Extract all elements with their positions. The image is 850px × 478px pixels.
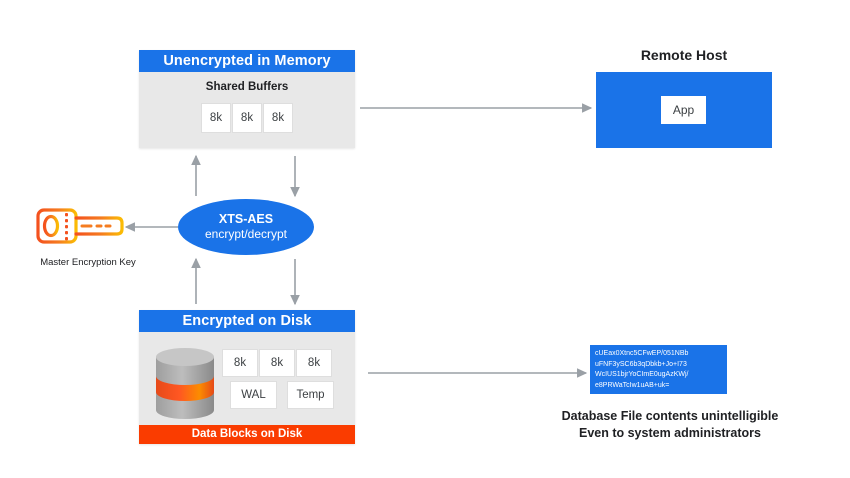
master-encryption-key-label: Master Encryption Key <box>40 257 136 268</box>
xts-aes-title: XTS-AES <box>218 211 274 226</box>
ciphertext-line: cUEax0Xtnc5CFwEP/051NBb <box>595 350 689 357</box>
ciphertext-block: cUEax0Xtnc5CFwEP/051NBb uFNF3ySC6b3qDbkb… <box>590 345 727 394</box>
memory-block: 8k <box>233 104 261 132</box>
ciphertext-caption: Database File contents unintelligible Ev… <box>520 408 820 442</box>
unencrypted-memory-panel: Unencrypted in Memory Shared Buffers 8k … <box>139 50 355 148</box>
disk-block: 8k <box>260 350 294 376</box>
memory-panel-header: Unencrypted in Memory <box>139 50 355 72</box>
memory-block: 8k <box>264 104 292 132</box>
xts-aes-subtitle: encrypt/decrypt <box>204 227 288 242</box>
encrypted-disk-panel: Encrypted on Disk <box>139 310 355 444</box>
disk-block: 8k <box>223 350 257 376</box>
ciphertext-line: uFNF3ySC6b3qDbkb+Jo+I73 <box>595 360 687 368</box>
ciphertext-line: WcIUS1bjrYoCImE0ugAzKWj/ <box>595 371 689 378</box>
disk-block: 8k <box>297 350 331 376</box>
memory-block: 8k <box>202 104 230 132</box>
key-icon <box>36 208 124 244</box>
memory-block-group: 8k 8k 8k <box>202 104 292 132</box>
shared-buffers-label: Shared Buffers <box>205 81 289 93</box>
wal-block: WAL <box>231 382 276 408</box>
disk-panel-header: Encrypted on Disk <box>139 310 355 332</box>
ciphertext-line: e8PRWaTcIw1uAB+uk= <box>595 381 670 389</box>
disk-block-group-row1: 8k 8k 8k <box>223 350 331 376</box>
remote-host-title: Remote Host <box>640 47 728 63</box>
remote-host-box: App <box>596 72 772 148</box>
database-cylinder-icon <box>156 348 214 419</box>
disk-block-group-row2: WAL Temp <box>231 382 333 408</box>
app-chip: App <box>661 96 706 124</box>
ciphertext-caption-line2: Even to system administrators <box>578 426 761 440</box>
ciphertext-caption-line1: Database File contents unintelligible <box>561 409 779 423</box>
xts-aes-engine: XTS-AES encrypt/decrypt <box>178 199 314 255</box>
data-blocks-on-disk-footer: Data Blocks on Disk <box>139 425 355 444</box>
temp-block: Temp <box>288 382 333 408</box>
master-encryption-key-group: Master Encryption Key <box>27 200 149 268</box>
